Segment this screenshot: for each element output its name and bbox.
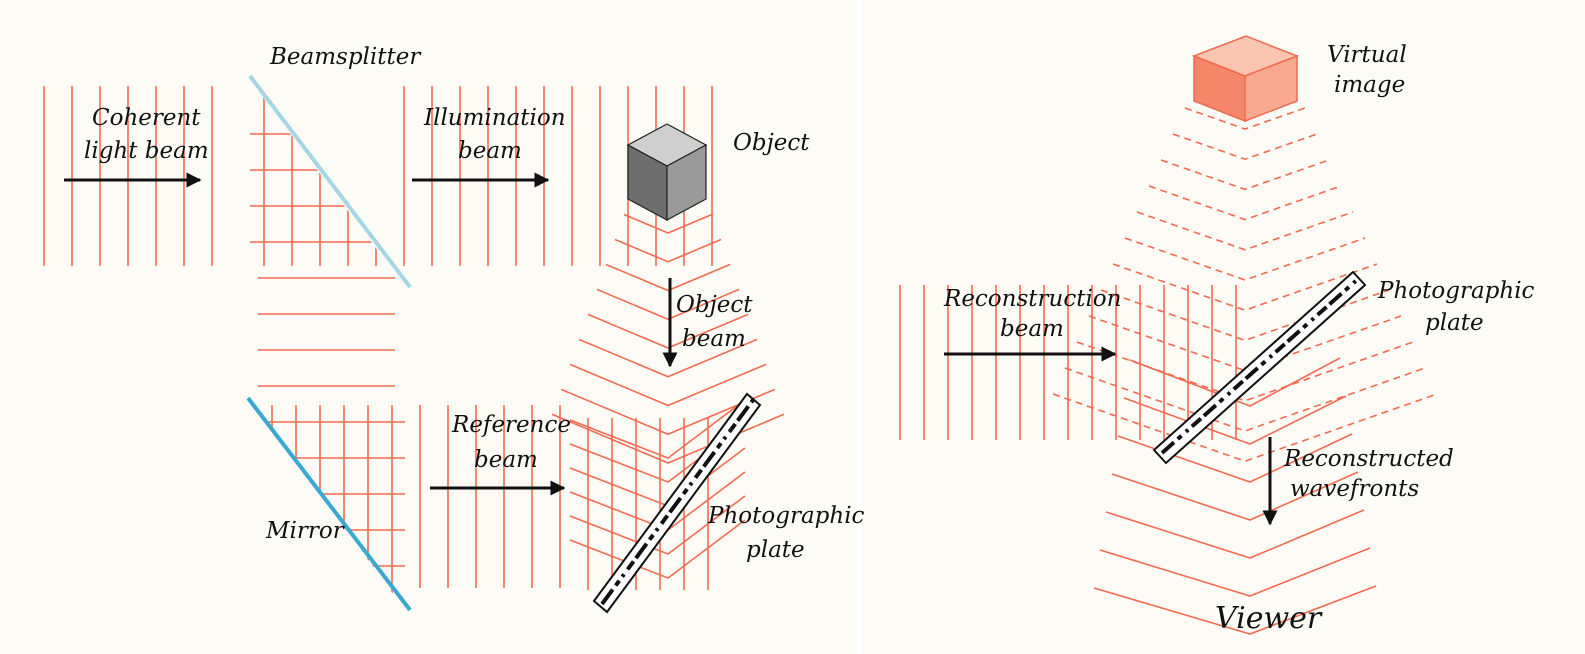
reconstructed-label-line1: Reconstructed <box>1283 446 1454 472</box>
plate-label-left-line2: plate <box>746 537 805 563</box>
reference-label-line1: Reference <box>451 412 571 438</box>
wavefront-line <box>605 263 731 292</box>
photographic-plate-right <box>1152 270 1367 465</box>
mirror <box>246 396 412 612</box>
reconstructed-wavefront <box>1111 471 1359 521</box>
object-beam-label-line1: Object <box>676 292 753 318</box>
virtual-image-cube <box>1191 35 1300 123</box>
object-beam-label-line2: beam <box>682 326 746 352</box>
reconstructed-wavefront <box>1123 395 1347 445</box>
object-wavefronts <box>551 213 785 464</box>
reconstructed-wavefront <box>1099 547 1371 597</box>
reconstructed-label-line2: wavefronts <box>1290 476 1419 502</box>
reconstructed-wavefront <box>1105 509 1365 559</box>
wavefront-line <box>614 238 722 263</box>
photographic-plate-left <box>592 392 762 614</box>
reconstruction-beam-wavefronts <box>899 285 1237 440</box>
reconstruction-beam-label-line1: Reconstruction <box>943 286 1121 312</box>
virtual-image-label-line1: Virtual <box>1327 42 1407 68</box>
wavefront-line <box>587 313 749 349</box>
virtual-wavefront <box>1184 107 1306 130</box>
reconstruction-beam-label-line2: beam <box>1000 316 1064 342</box>
virtual-wavefront <box>1112 263 1378 312</box>
wavefront-line <box>569 399 746 459</box>
wavefront-line <box>569 519 746 579</box>
wavefront-line <box>623 213 713 234</box>
object-cube <box>626 123 708 222</box>
plate-label-right-line1: Photographic <box>1377 278 1535 304</box>
beamsplitter-label: Beamsplitter <box>269 44 422 70</box>
illumination-label-line2: beam <box>458 138 522 164</box>
reference-wavefronts <box>419 405 561 588</box>
object-label: Object <box>733 130 810 156</box>
illumination-label-line1: Illumination <box>423 105 566 131</box>
coherent-label-line1: Coherent <box>92 105 201 131</box>
reference-label-line2: beam <box>474 447 538 473</box>
wavefront-line <box>569 363 767 407</box>
coherent-label-line2: light beam <box>84 138 209 164</box>
plate-label-right-line2: plate <box>1425 310 1484 336</box>
wavefront-line <box>551 413 785 464</box>
virtual-wavefront <box>1160 159 1330 191</box>
virtual-wavefront <box>1148 185 1342 221</box>
reconstructed-wavefront <box>1129 357 1341 407</box>
reflected-wavefronts <box>258 277 395 387</box>
beamsplitter <box>248 74 412 289</box>
wavefront-line <box>596 288 740 321</box>
plate-label-left-line1: Photographic <box>707 503 865 529</box>
virtual-wavefront <box>1136 211 1354 251</box>
virtual-wavefront <box>1052 393 1438 463</box>
illumination-wavefronts <box>403 86 713 266</box>
incoming-wavefronts <box>43 86 213 266</box>
virtual-wavefront <box>1064 367 1426 432</box>
virtual-image-label-line2: image <box>1334 72 1405 98</box>
virtual-wavefront <box>1124 237 1366 281</box>
mirror-label: Mirror <box>265 518 346 544</box>
wavefront-line <box>569 495 746 555</box>
reconstructed-wavefront <box>1093 585 1377 635</box>
viewer-label: Viewer <box>1215 601 1323 636</box>
wavefront-line <box>578 338 758 378</box>
virtual-wavefront <box>1172 133 1318 161</box>
